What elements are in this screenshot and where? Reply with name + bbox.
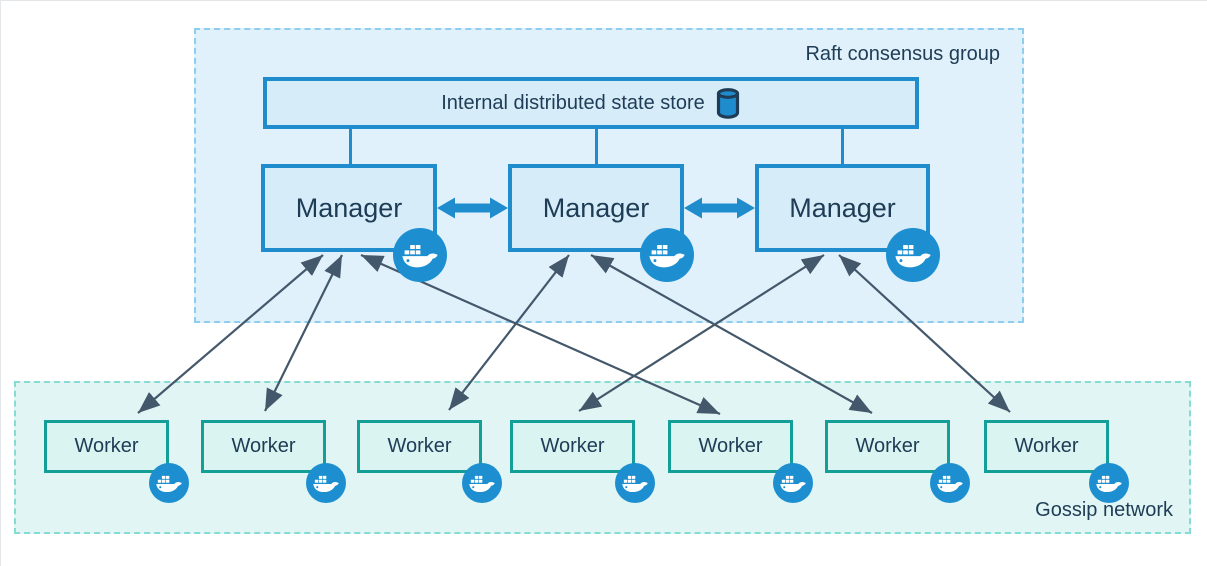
manager-node: Manager: [508, 164, 684, 252]
raft-consensus-group-label: Raft consensus group: [805, 43, 1000, 65]
worker-node: Worker: [510, 420, 635, 473]
docker-whale-icon: [1089, 463, 1129, 503]
docker-whale-icon: [886, 228, 940, 282]
docker-whale-icon: [615, 463, 655, 503]
state-store-label: Internal distributed state store: [441, 91, 705, 114]
store-manager-connector: [595, 129, 598, 164]
gossip-network-label: Gossip network: [1035, 499, 1173, 521]
manager-peer-double-arrow: [437, 197, 508, 219]
worker-node: Worker: [668, 420, 793, 473]
worker-label: Worker: [698, 435, 763, 457]
worker-label: Worker: [855, 435, 920, 457]
worker-label: Worker: [540, 435, 605, 457]
worker-node: Worker: [984, 420, 1109, 473]
worker-label: Worker: [387, 435, 452, 457]
worker-node: Worker: [357, 420, 482, 473]
docker-whale-icon: [149, 463, 189, 503]
worker-node: Worker: [44, 420, 169, 473]
docker-whale-icon: [393, 228, 447, 282]
state-store-node: Internal distributed state store: [263, 77, 919, 129]
worker-label: Worker: [231, 435, 296, 457]
docker-whale-icon: [930, 463, 970, 503]
docker-whale-icon: [306, 463, 346, 503]
manager-label: Manager: [789, 192, 896, 223]
worker-node: Worker: [825, 420, 950, 473]
manager-label: Manager: [295, 192, 403, 223]
worker-node: Worker: [201, 420, 326, 473]
docker-whale-icon: [640, 228, 694, 282]
worker-label: Worker: [74, 435, 139, 457]
database-icon: [716, 88, 739, 119]
manager-peer-double-arrow: [684, 197, 755, 219]
docker-whale-icon: [462, 463, 502, 503]
manager-label: Manager: [542, 192, 650, 223]
docker-whale-icon: [773, 463, 813, 503]
store-manager-connector: [349, 129, 352, 164]
worker-label: Worker: [1014, 435, 1079, 457]
store-manager-connector: [841, 129, 844, 164]
